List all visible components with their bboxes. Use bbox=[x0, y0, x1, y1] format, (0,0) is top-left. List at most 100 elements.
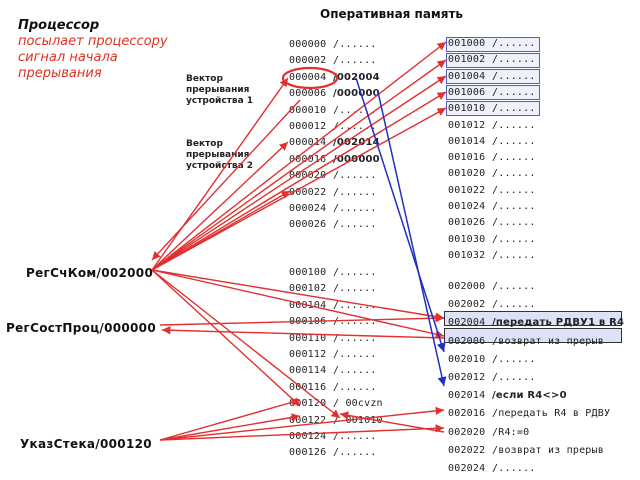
intro-text: Процессор посылает процессору сигнал нач… bbox=[18, 18, 186, 82]
memory-address: 000122 bbox=[289, 414, 327, 426]
memory-address: 002010 bbox=[448, 353, 486, 365]
memory-address: 001000 bbox=[448, 38, 486, 49]
memory-address: 000120 bbox=[289, 398, 327, 410]
memory-address: 002022 bbox=[448, 444, 486, 456]
highlight-001002 bbox=[446, 53, 540, 68]
memory-address: 001030 bbox=[448, 233, 486, 245]
memory-address: 000006 bbox=[289, 88, 327, 100]
memory-value: /...... bbox=[492, 168, 536, 180]
memory-value: /если R4<>0 bbox=[492, 390, 567, 402]
memory-value: /передать R4 в РДВУ bbox=[492, 408, 611, 420]
memory-value: /...... bbox=[492, 201, 536, 212]
arrow-vector2-handler bbox=[377, 91, 447, 387]
memory-value: /...... bbox=[492, 463, 536, 474]
highlight-001004 bbox=[446, 69, 540, 84]
arrow-sp-000122 bbox=[159, 413, 301, 441]
memory-value: /...... bbox=[492, 299, 536, 311]
vector-label-1: Вектор прерывания устройства 1 bbox=[186, 74, 254, 106]
memory-address: 001024 bbox=[448, 201, 486, 212]
memory-value: /...... bbox=[333, 381, 377, 393]
memory-value: /...... bbox=[333, 365, 377, 377]
memory-value: /...... bbox=[492, 103, 536, 115]
memory-address: 000004 bbox=[289, 71, 327, 83]
memory-address: 001022 bbox=[448, 184, 486, 196]
memory-value: /...... bbox=[333, 316, 377, 328]
arrow-002006-ps bbox=[161, 326, 445, 339]
memory-address: 002016 bbox=[448, 408, 486, 420]
memory-address: 001016 bbox=[448, 152, 486, 164]
register-sp: УказСтека/000120 bbox=[20, 437, 152, 451]
memory-value: /...... bbox=[333, 170, 377, 182]
memory-value: /...... bbox=[492, 135, 536, 147]
memory-address: 002000 bbox=[448, 281, 486, 292]
register-ps: РегСостПроц/000000 bbox=[6, 321, 156, 335]
memory-value: /...... bbox=[492, 86, 536, 98]
memory-value: /...... bbox=[492, 70, 536, 82]
memory-address: 002002 bbox=[448, 299, 486, 311]
memory-value: /передать РДВУ1 в R4 bbox=[492, 317, 625, 329]
intro-body: посылает процессору сигнал начала прерыв… bbox=[18, 34, 168, 81]
memory-value: /...... bbox=[492, 217, 536, 229]
memory-address: 000110 bbox=[289, 332, 327, 344]
red-arrows bbox=[151, 41, 447, 441]
arrow-pc-002004 bbox=[151, 269, 445, 321]
arrow-ps-002004 bbox=[159, 314, 445, 326]
vector-highlight-ellipse bbox=[281, 66, 339, 90]
memory-address: 000002 bbox=[289, 55, 327, 67]
arrow-sp-000120 bbox=[159, 398, 301, 441]
memory-value: /возврат из прерыв bbox=[492, 444, 604, 456]
memory-address: 001012 bbox=[448, 119, 486, 131]
highlight-001010 bbox=[446, 101, 540, 116]
arrow-pc-002006 bbox=[151, 269, 445, 339]
arrow-000006-pc bbox=[151, 99, 301, 261]
memory-address: 002012 bbox=[448, 372, 486, 383]
arrow-pc-001000 bbox=[151, 41, 447, 271]
memory-value: /...... bbox=[492, 184, 536, 196]
memory-address: 000014 bbox=[289, 137, 327, 149]
memory-value: /...... bbox=[492, 372, 536, 383]
arrow-pc-001002 bbox=[151, 59, 447, 271]
memory-value: /...... bbox=[333, 299, 377, 311]
memory-value: /...... bbox=[492, 38, 536, 49]
memory-value: /...... bbox=[333, 55, 377, 67]
memory-value: /...... bbox=[492, 281, 536, 292]
memory-value: /...... bbox=[333, 39, 377, 50]
memory-value: /...... bbox=[492, 233, 536, 245]
memory-value: /...... bbox=[333, 104, 377, 116]
arrow-pc-001010 bbox=[151, 107, 447, 271]
memory-value: /...... bbox=[333, 121, 377, 132]
memory-value: /002004 bbox=[333, 71, 380, 83]
arrow-pc-000022 bbox=[151, 190, 291, 271]
arrow-sp-002016 bbox=[159, 406, 445, 441]
arrow-pc-000120 bbox=[151, 269, 301, 407]
arrow-pc-001004 bbox=[151, 75, 447, 271]
memory-address: 000022 bbox=[289, 186, 327, 198]
memory-address: 001026 bbox=[448, 217, 486, 229]
blue-arrows bbox=[355, 77, 447, 387]
memory-address: 000102 bbox=[289, 283, 327, 295]
memory-address: 002014 bbox=[448, 390, 486, 402]
memory-address: 000100 bbox=[289, 267, 327, 278]
memory-address: 000112 bbox=[289, 349, 327, 360]
highlight-002006 bbox=[444, 328, 622, 343]
memory-address: 002006 bbox=[448, 335, 486, 347]
highlight-001006 bbox=[446, 85, 540, 100]
memory-value: /...... bbox=[333, 332, 377, 344]
memory-value: /...... bbox=[333, 267, 377, 278]
memory-title: Оперативная память bbox=[320, 7, 463, 21]
memory-address: 002024 bbox=[448, 463, 486, 474]
arrow-002022-stack bbox=[339, 411, 445, 433]
memory-address: 000010 bbox=[289, 104, 327, 116]
memory-address: 000026 bbox=[289, 219, 327, 231]
memory-value: /...... bbox=[492, 353, 536, 365]
memory-address: 000114 bbox=[289, 365, 327, 377]
memory-address: 000116 bbox=[289, 381, 327, 393]
memory-address: 000000 bbox=[289, 39, 327, 50]
memory-address: 001020 bbox=[448, 168, 486, 180]
intro-lead: Процессор bbox=[18, 18, 100, 33]
memory-address: 000024 bbox=[289, 203, 327, 214]
memory-address: 000126 bbox=[289, 447, 327, 459]
memory-value: /...... bbox=[333, 349, 377, 360]
memory-value: /...... bbox=[333, 447, 377, 459]
